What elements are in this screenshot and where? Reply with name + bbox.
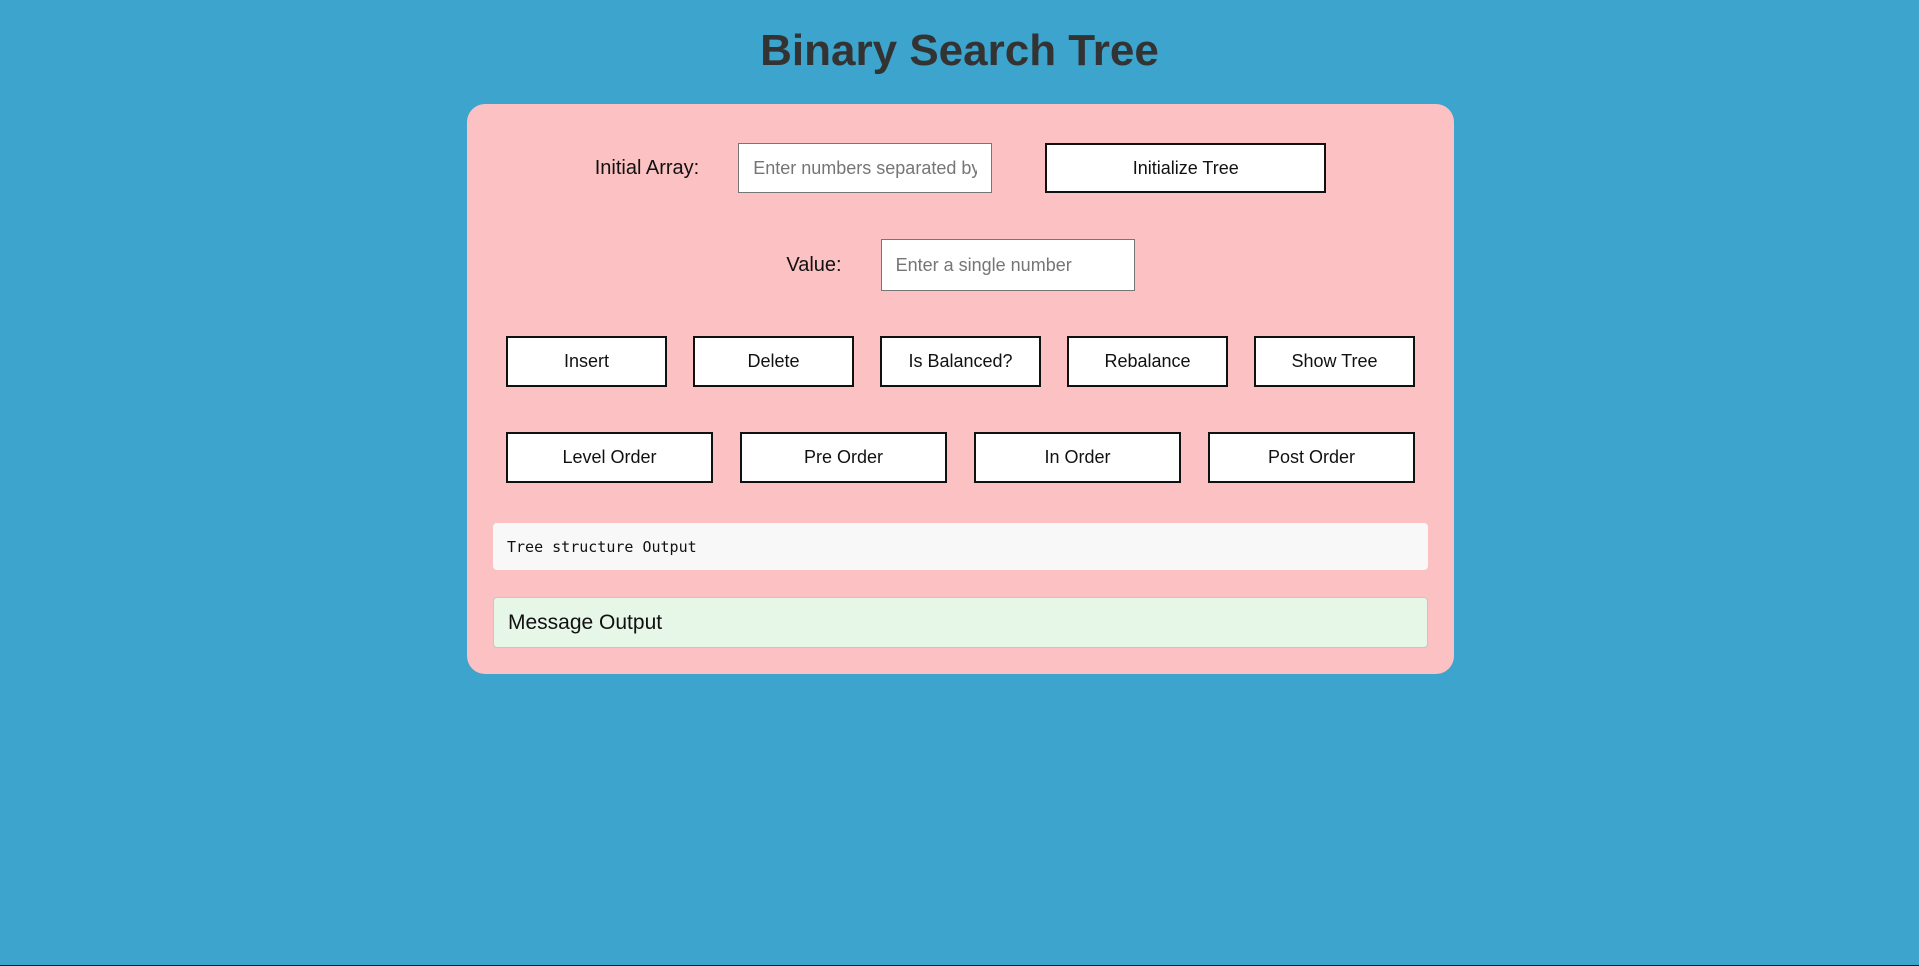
page-title: Binary Search Tree [760,26,1159,75]
value-label: Value: [786,253,842,276]
value-input[interactable] [880,239,1135,291]
value-row: Value: [467,239,1454,291]
show-tree-button[interactable]: Show Tree [1254,336,1415,387]
action-buttons-row: Insert Delete Is Balanced? Rebalance Sho… [506,336,1415,387]
insert-button[interactable]: Insert [506,336,667,387]
in-order-button[interactable]: In Order [974,432,1181,483]
pre-order-button[interactable]: Pre Order [740,432,947,483]
traversal-buttons-row: Level Order Pre Order In Order Post Orde… [506,432,1415,483]
rebalance-button[interactable]: Rebalance [1067,336,1228,387]
initial-array-row: Initial Array: Initialize Tree [467,143,1454,193]
level-order-button[interactable]: Level Order [506,432,713,483]
bst-control-panel: Initial Array: Initialize Tree Value: In… [467,104,1454,674]
message-output: Message Output [493,597,1428,648]
initial-array-input[interactable] [738,143,993,193]
delete-button[interactable]: Delete [693,336,854,387]
is-balanced-button[interactable]: Is Balanced? [880,336,1041,387]
post-order-button[interactable]: Post Order [1208,432,1415,483]
initial-array-label: Initial Array: [594,156,700,179]
tree-structure-output: Tree structure Output [493,523,1428,570]
initialize-tree-button[interactable]: Initialize Tree [1045,143,1327,193]
